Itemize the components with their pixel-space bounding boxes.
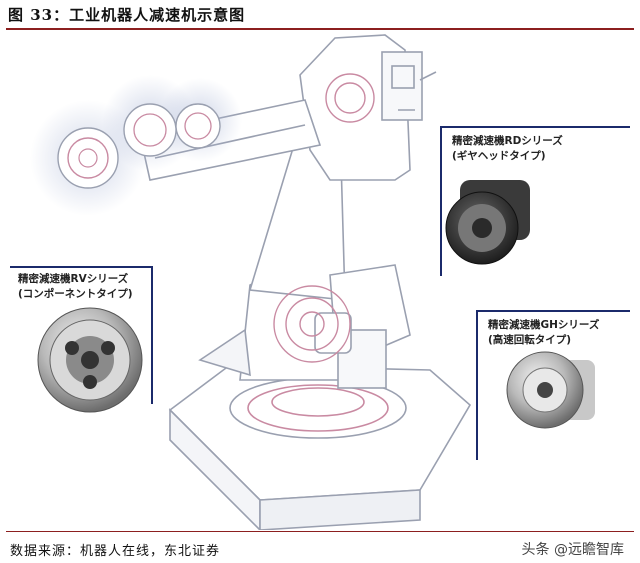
- rd-callout: 精密減速機RDシリーズ (ギヤヘッドタイプ): [452, 134, 563, 164]
- rv-callout-bar: [10, 266, 153, 268]
- gh-callout-vbar: [476, 310, 478, 460]
- rd-callout-title: 精密減速機RDシリーズ: [452, 135, 563, 147]
- source-note: 数据来源：机器人在线，东北证券: [10, 544, 221, 559]
- rd-reducer-photo: [445, 180, 530, 265]
- gh-reducer-photo: [506, 351, 595, 429]
- rv-reducer-photo: [37, 307, 143, 413]
- figure-title: 图 33：工业机器人减速机示意图: [8, 6, 246, 24]
- rd-callout-vbar: [440, 126, 442, 276]
- gh-callout-title: 精密減速機GHシリーズ: [488, 319, 600, 331]
- joint-reducers: [273, 73, 375, 363]
- rv-callout-subtitle: (コンポーネントタイプ): [18, 288, 133, 300]
- rv-callout-title: 精密減速機RVシリーズ: [18, 273, 129, 285]
- gh-callout-subtitle: (高速回転タイプ): [488, 334, 572, 346]
- gh-callout-bar: [476, 310, 630, 312]
- footer-rule: [6, 531, 634, 532]
- rd-callout-subtitle: (ギヤヘッドタイプ): [452, 150, 546, 162]
- robot-reducer-diagram: 精密減速機RVシリーズ (コンポーネントタイプ) 精密減速機RDシリーズ (ギヤ…: [0, 30, 640, 532]
- gh-callout: 精密減速機GHシリーズ (高速回転タイプ): [488, 318, 599, 348]
- rd-callout-bar: [440, 126, 630, 128]
- watermark: 头条 @远瞻智库: [513, 537, 632, 561]
- rv-callout-vbar: [151, 266, 153, 404]
- rv-callout: 精密減速機RVシリーズ (コンポーネントタイプ): [18, 272, 133, 302]
- title-rule: [6, 28, 634, 30]
- wrist-joints: [30, 75, 242, 216]
